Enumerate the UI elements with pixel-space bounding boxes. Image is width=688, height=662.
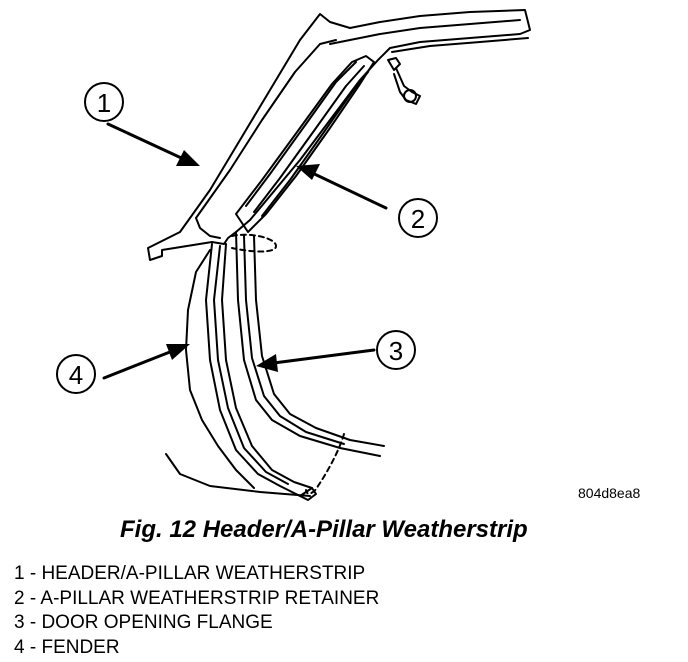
retainer-groove-1 (245, 61, 357, 207)
legend-number: 1 (14, 563, 25, 584)
legend-item: 1 - HEADER/A-PILLAR WEATHERSTRIP (14, 562, 379, 587)
legend-number: 3 (14, 612, 25, 633)
legend-list: 1 - HEADER/A-PILLAR WEATHERSTRIP 2 - A-P… (14, 562, 379, 660)
break-line-bottom (305, 433, 345, 495)
legend-number: 2 (14, 587, 25, 609)
callout-4-circle (56, 354, 96, 394)
arrow-4-shaft (102, 346, 182, 380)
retainer-groove-3 (261, 71, 369, 217)
callout-1-label: 1 (97, 88, 111, 118)
fender (185, 249, 255, 489)
legend-item: 4 - FENDER (14, 636, 379, 661)
legend-number: 4 (14, 636, 25, 658)
callout-2-circle (398, 198, 438, 238)
roof-rail (391, 37, 529, 53)
header-flange (195, 217, 221, 239)
weatherstrip-inner (221, 243, 313, 489)
break-line-top (231, 233, 277, 253)
legend-text: - FENDER (24, 636, 120, 658)
weatherstrip-outer (205, 243, 301, 497)
fender-lower (165, 453, 311, 497)
weatherstrip-diagram: 1 2 3 4 (56, 9, 531, 501)
weatherstrip-end (299, 487, 317, 501)
arrow-3-head (256, 354, 278, 372)
bolt (387, 57, 421, 105)
legend-item: 2 - A-PILLAR WEATHERSTRIP RETAINER (14, 587, 379, 612)
legend-text: - HEADER/A-PILLAR WEATHERSTRIP (24, 563, 366, 584)
callout-2-label: 2 (411, 204, 425, 234)
callout-1-circle (84, 82, 124, 122)
arrow-1-shaft (106, 122, 192, 164)
bolt-head (403, 89, 417, 103)
arrow-3-shaft (264, 348, 376, 366)
legend-text: - A-PILLAR WEATHERSTRIP RETAINER (24, 587, 380, 609)
callout-3-label: 3 (389, 336, 403, 366)
header-panel (147, 9, 531, 261)
header-top-edge (329, 19, 521, 45)
door-flange-mid (243, 235, 345, 445)
weatherstrip-mid (213, 245, 289, 485)
arrow-2-head (296, 164, 320, 180)
figure-caption: Fig. 12 Header/A-Pillar Weatherstrip (120, 516, 528, 543)
legend-text: - DOOR OPENING FLANGE (24, 612, 273, 633)
door-flange-outer (235, 231, 381, 457)
retainer-groove-2 (253, 65, 365, 213)
retainer-outer (235, 55, 375, 233)
arrow-4-head (166, 344, 190, 360)
callout-4-label: 4 (69, 360, 83, 390)
header-inner-edge (195, 39, 337, 219)
arrow-1-head (176, 150, 200, 166)
legend-item: 3 - DOOR OPENING FLANGE (14, 611, 379, 636)
arrow-2-shaft (304, 168, 388, 210)
callout-3-circle (376, 330, 416, 370)
image-code: 804d8ea8 (578, 485, 641, 501)
door-flange-inner (253, 235, 385, 447)
